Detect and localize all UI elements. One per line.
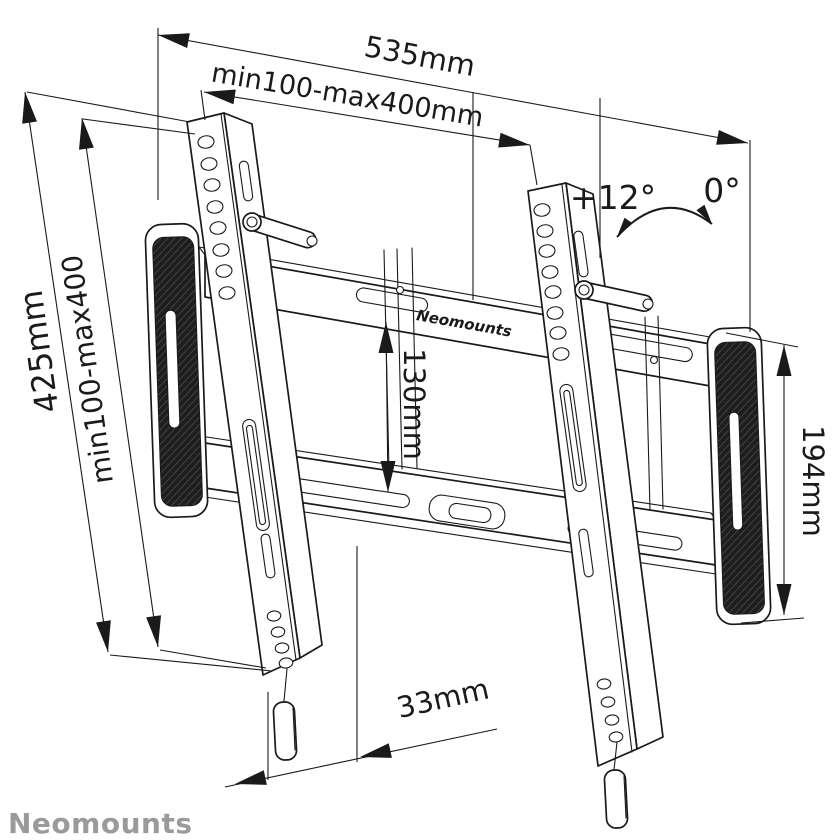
plate-latch [428,494,506,530]
dim-label-center-spacing: 130mm [397,348,431,460]
lock-holes [596,678,624,743]
cap-slot [164,309,181,429]
dim-label-wall-distance: 33mm [394,672,493,725]
bracket-slot [238,160,254,202]
dim-label-plate-height: 194mm [796,425,830,537]
dim-label-vesa-height: min100-max400 [55,253,120,486]
bracket-slot [573,230,589,278]
left-end-cap [144,222,209,519]
arm-pivot-hole [642,298,654,310]
right-tv-bracket [527,182,664,767]
release-cord-right [603,741,629,829]
cord-handle [603,769,629,829]
arm-pivot-hole [306,235,318,247]
reference-lines [472,92,601,300]
left-tv-bracket [186,112,323,676]
tilt-annotation: +12° 0° [570,171,741,240]
right-end-cap [706,326,772,626]
neomounts-logo: Neomounts [8,807,193,840]
bracket-slot [578,528,594,578]
vesa-holes [197,135,236,300]
dimension-plate-height: 194mm [725,332,830,624]
tilt-arm-right [574,280,654,313]
dim-label-total-height: 425mm [12,288,67,416]
cord-handle [272,701,298,761]
dimension-center-spacing: 130mm [378,321,431,493]
tilt-arm-left [242,212,318,249]
vesa-holes [533,203,570,361]
lock-holes [266,610,294,669]
bracket-slot [260,533,276,579]
release-cord-left [272,668,298,761]
plate-slot [355,287,429,313]
tilt-min-label: 0° [703,171,741,210]
cap-slot [728,411,744,531]
tilt-max-label: +12° [570,178,656,217]
